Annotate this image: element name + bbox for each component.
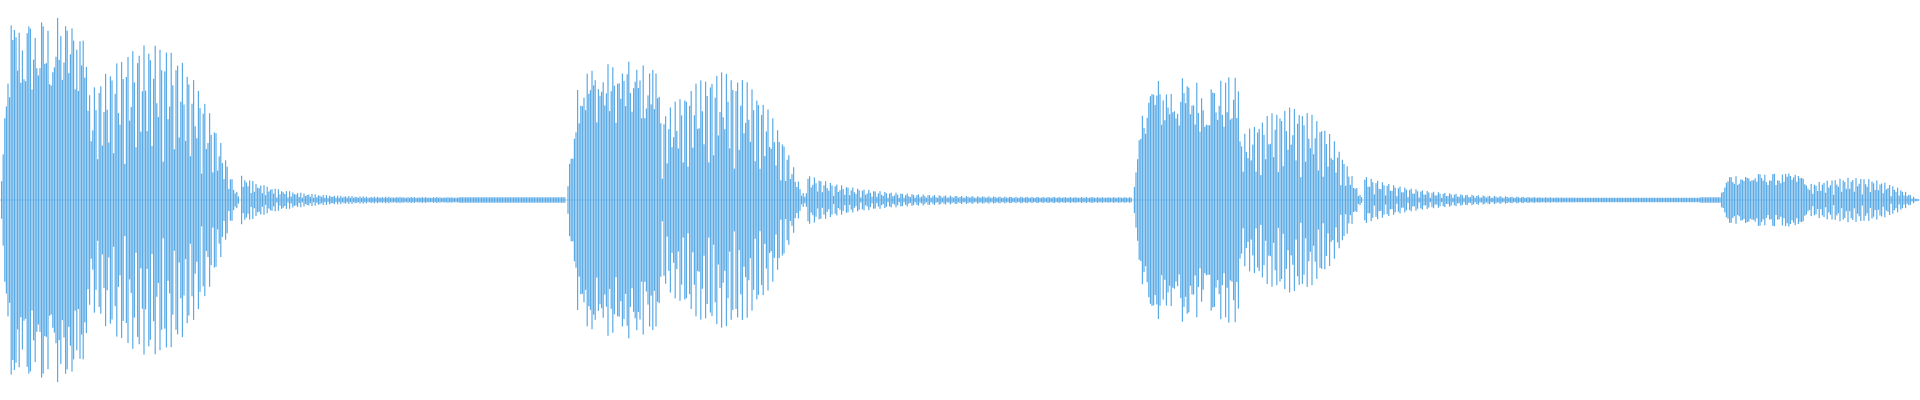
waveform-bars bbox=[1, 17, 1919, 383]
waveform-trace bbox=[1, 17, 1919, 383]
